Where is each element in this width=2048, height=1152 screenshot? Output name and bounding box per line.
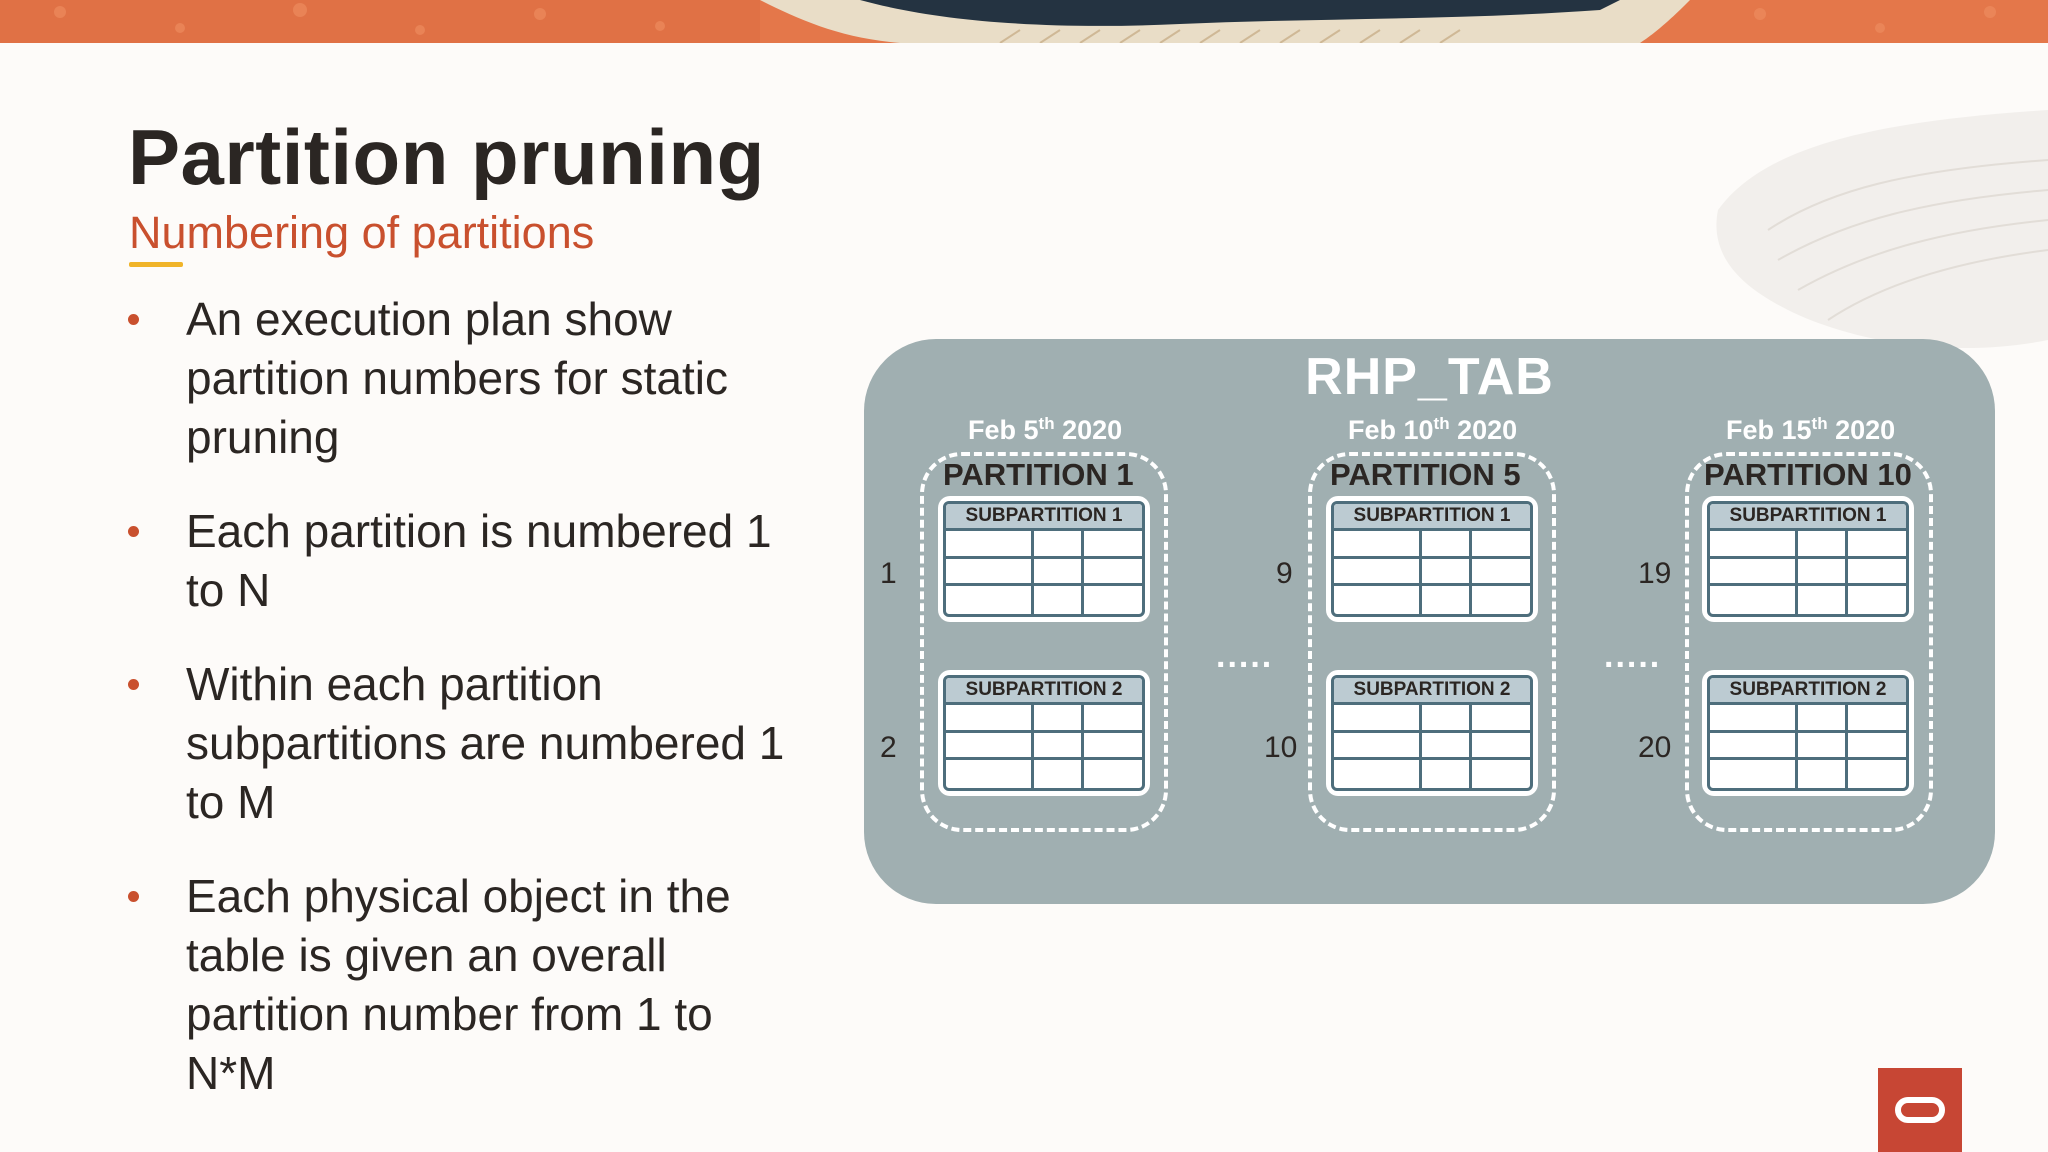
- subpartition-label: SUBPARTITION 2: [946, 678, 1142, 705]
- subpartition-label: SUBPARTITION 1: [946, 504, 1142, 531]
- partition-date-year: 2020: [1835, 415, 1896, 445]
- bullet-item: An execution plan show partition numbers…: [128, 290, 788, 467]
- bullet-text: An execution plan show partition numbers…: [186, 293, 729, 463]
- slide-subtitle: Numbering of partitions: [129, 207, 595, 258]
- subpartition-grid: [1710, 705, 1906, 788]
- subtitle-underline: [129, 262, 183, 267]
- ellipsis: .....: [1604, 637, 1662, 675]
- slide-title: Partition pruning: [128, 113, 765, 201]
- object-number: 20: [1638, 731, 1672, 764]
- banner-artwork: [0, 0, 2048, 43]
- partition-label: PARTITION 1: [943, 457, 1134, 492]
- bullet-text: Each physical object in the table is giv…: [186, 870, 731, 1099]
- partition-box: [1685, 452, 1933, 832]
- partition-date-day: Feb 10: [1348, 415, 1434, 445]
- bullet-list: An execution plan show partition numbers…: [128, 290, 788, 1103]
- subpartition-table: SUBPARTITION 2: [938, 670, 1150, 796]
- table-name: RHP_TAB: [1305, 348, 1554, 406]
- subpartition-grid: [1334, 531, 1530, 614]
- top-decorative-banner: [0, 0, 2048, 43]
- subpartition-label: SUBPARTITION 2: [1334, 678, 1530, 705]
- ellipsis: .....: [1216, 637, 1274, 675]
- partition-box: [920, 452, 1168, 832]
- bullet-item: Each partition is numbered 1 to N: [128, 502, 788, 620]
- object-number: 1: [880, 557, 897, 590]
- subpartition-label: SUBPARTITION 1: [1710, 504, 1906, 531]
- partition-label: PARTITION 5: [1330, 457, 1521, 492]
- object-number: 9: [1276, 557, 1293, 590]
- subpartition-table: SUBPARTITION 2: [1326, 670, 1538, 796]
- table-diagram-panel: RHP_TAB Feb 5th 2020 PARTITION 1 SUBPART…: [864, 339, 1995, 904]
- partition-date-day: Feb 5: [968, 415, 1039, 445]
- object-number: 19: [1638, 557, 1672, 590]
- oracle-logo-icon: [1878, 1068, 1962, 1152]
- subpartition-grid: [1710, 531, 1906, 614]
- partition-date-year: 2020: [1062, 415, 1123, 445]
- partition-date-suffix: th: [1038, 414, 1055, 433]
- partition-date: Feb 15th 2020: [1726, 414, 1895, 446]
- subpartition-label: SUBPARTITION 1: [1334, 504, 1530, 531]
- partition-date-suffix: th: [1433, 414, 1450, 433]
- bullet-item: Each physical object in the table is giv…: [128, 867, 788, 1103]
- bullet-text: Within each partition subpartitions are …: [186, 658, 785, 828]
- bullet-item: Within each partition subpartitions are …: [128, 655, 788, 832]
- bullet-dot-icon: [128, 891, 139, 902]
- bullet-dot-icon: [128, 314, 139, 325]
- partition-box: [1308, 452, 1556, 832]
- partition-date-day: Feb 15: [1726, 415, 1812, 445]
- bullet-text: Each partition is numbered 1 to N: [186, 505, 772, 616]
- subpartition-table: SUBPARTITION 1: [1326, 496, 1538, 622]
- partition-date-year: 2020: [1457, 415, 1518, 445]
- partition-date: Feb 10th 2020: [1348, 414, 1517, 446]
- partition-date-suffix: th: [1811, 414, 1828, 433]
- object-number: 10: [1264, 731, 1298, 764]
- subpartition-table: SUBPARTITION 1: [1702, 496, 1914, 622]
- subpartition-grid: [1334, 705, 1530, 788]
- subpartition-grid: [946, 531, 1142, 614]
- leaf-pattern-decoration: [1716, 110, 2048, 349]
- bullet-dot-icon: [128, 679, 139, 690]
- subpartition-table: SUBPARTITION 2: [1702, 670, 1914, 796]
- oracle-ring-icon: [1895, 1097, 1945, 1123]
- subpartition-label: SUBPARTITION 2: [1710, 678, 1906, 705]
- subpartition-table: SUBPARTITION 1: [938, 496, 1150, 622]
- partition-date: Feb 5th 2020: [968, 414, 1122, 446]
- partition-label: PARTITION 10: [1704, 457, 1912, 492]
- bullet-dot-icon: [128, 526, 139, 537]
- subpartition-grid: [946, 705, 1142, 788]
- object-number: 2: [880, 731, 897, 764]
